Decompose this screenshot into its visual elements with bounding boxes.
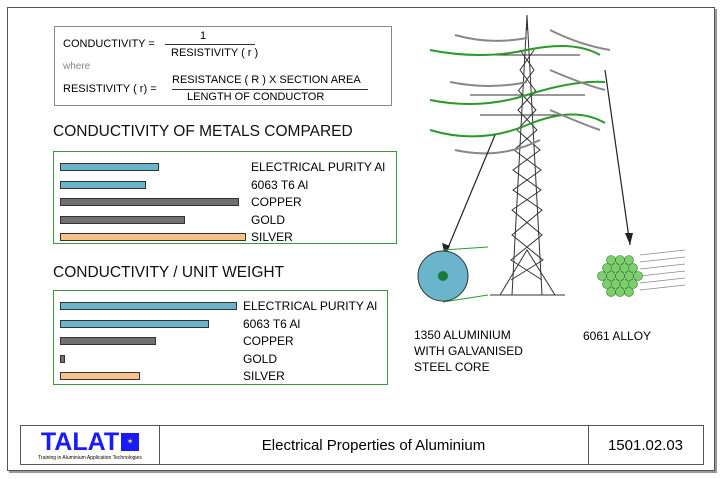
bar-electrical-purity-al (60, 302, 237, 310)
bar-label: 6063 T6 Al (243, 316, 301, 331)
bar-gold (60, 215, 185, 224)
bar-gold (60, 354, 66, 363)
chart1-box: ELECTRICAL PURITY Al 6063 T6 Al COPPER GOLD… (53, 151, 397, 244)
conductor-lines (429, 29, 611, 155)
bar-label: GOLD (251, 212, 286, 227)
pointer-arrows (444, 69, 631, 256)
bar-label: SILVER (243, 369, 285, 383)
arrow-head-icon (625, 233, 633, 245)
bar-label: COPPER (251, 195, 302, 209)
cable1-caption: 1350 ALUMINIUM WITH GALVANISED STEEL COR… (414, 328, 523, 374)
slide-frame (7, 7, 715, 471)
cable2-caption: 6061 ALLOY (583, 329, 652, 343)
res-denominator: LENGTH OF CONDUCTOR (187, 91, 325, 103)
bar-label: COPPER (243, 334, 294, 348)
alloy-cable-icon (597, 249, 686, 297)
fraction-line (172, 89, 368, 90)
bar-silver (60, 233, 246, 241)
bar-label: GOLD (243, 351, 278, 366)
bar-6063-t6-al (60, 180, 146, 189)
res-numerator: RESISTANCE ( R ) X SECTION AREA (172, 74, 361, 86)
chart2-title: CONDUCTIVITY / UNIT WEIGHT (53, 264, 285, 281)
pylon-icon (470, 14, 585, 296)
footer-code: 1501.02.03 (607, 436, 684, 454)
eu-stars-icon: ✶ (121, 433, 140, 451)
chart1-title: CONDUCTIVITY OF METALS COMPARED (53, 123, 353, 140)
bar-6063-t6-al (60, 319, 209, 328)
bar-label: ELECTRICAL PURITY Al (243, 299, 378, 313)
logo-subtitle: Training in Aluminium Application Techno… (38, 455, 142, 461)
numerator: 1 (200, 30, 207, 42)
chart2-box: ELECTRICAL PURITY Al 6063 T6 Al COPPER GOLD… (53, 290, 388, 385)
bar-label: SILVER (251, 230, 293, 244)
fraction-line (165, 44, 255, 45)
bar-copper (60, 337, 156, 345)
bar-copper (60, 198, 239, 206)
denominator: RESISTIVITY ( r ) (171, 47, 259, 59)
footer: TALAT ✶ Training in Aluminium Applicatio… (20, 425, 704, 465)
bar-silver (60, 372, 140, 380)
bar-electrical-purity-al (60, 163, 159, 171)
formula-box: CONDUCTIVITY = 1 RESISTIVITY ( r ) where… (54, 26, 392, 106)
talat-logo: TALAT ✶ Training in Aluminium Applicatio… (21, 426, 160, 464)
footer-title: Electrical Properties of Aluminium (159, 426, 589, 464)
conductivity-label: CONDUCTIVITY = (63, 38, 155, 50)
arrow-head-icon (442, 243, 450, 255)
resistivity-label: RESISTIVITY ( r) = (63, 83, 157, 95)
logo-text: TALAT (40, 428, 120, 456)
pylon-diagram (417, 14, 686, 303)
bar-label: 6063 T6 Al (251, 177, 309, 192)
acsr-cable-icon (417, 246, 489, 303)
where-label: where (63, 61, 91, 72)
bar-label: ELECTRICAL PURITY Al (251, 160, 386, 174)
